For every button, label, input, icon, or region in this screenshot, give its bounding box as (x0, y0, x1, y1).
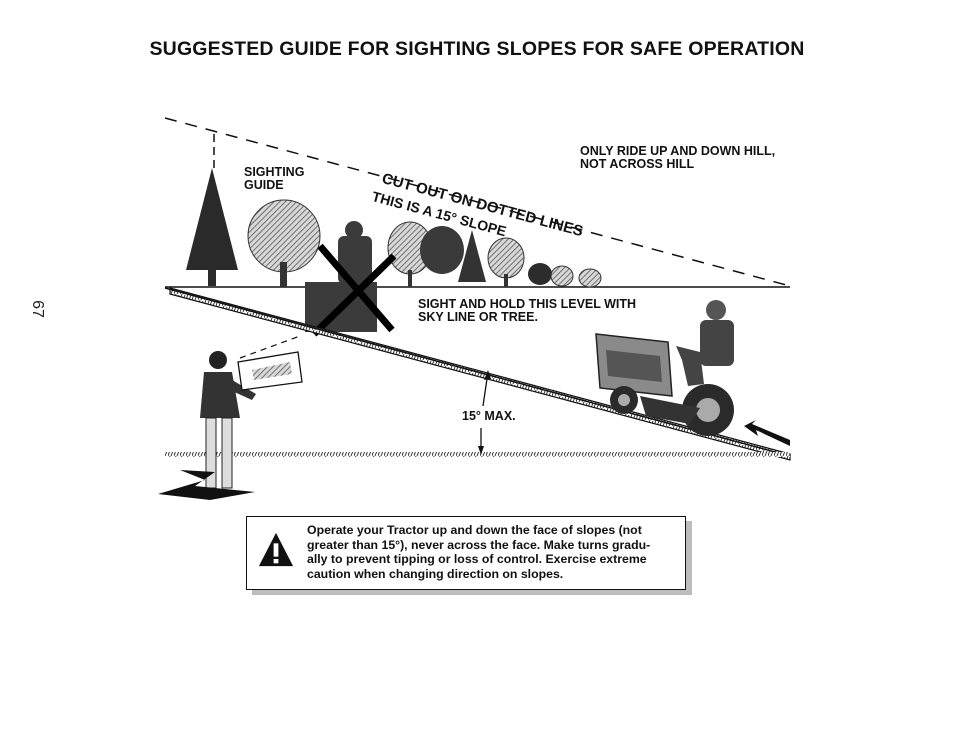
warning-box: Operate your Tractor up and down the fac… (246, 516, 686, 590)
ride-note: ONLY RIDE UP AND DOWN HILL, NOT ACROSS H… (580, 144, 776, 171)
deciduous-tree-icon (247, 199, 321, 287)
sighting-dashed-line (164, 117, 791, 287)
sight-note: SIGHT AND HOLD THIS LEVEL WITH SKY LINE … (418, 297, 637, 324)
sighting-guide-label: SIGHTING GUIDE (244, 165, 305, 192)
conifer-tree-icon (186, 168, 238, 286)
sighting-guide-card-icon (237, 335, 303, 391)
tree-cluster-icon (387, 221, 602, 288)
max-angle-label: 15° MAX. (462, 409, 516, 423)
warning-text: Operate your Tractor up and down the fac… (307, 523, 651, 581)
person-sighting-icon (158, 351, 256, 500)
uphill-arrow-icon (744, 420, 790, 446)
page-title: SUGGESTED GUIDE FOR SIGHTING SLOPES FOR … (149, 38, 805, 60)
riding-tractor-icon (595, 300, 734, 436)
crossed-out-tractor-icon (305, 221, 397, 337)
warning-triangle-icon (258, 532, 294, 567)
